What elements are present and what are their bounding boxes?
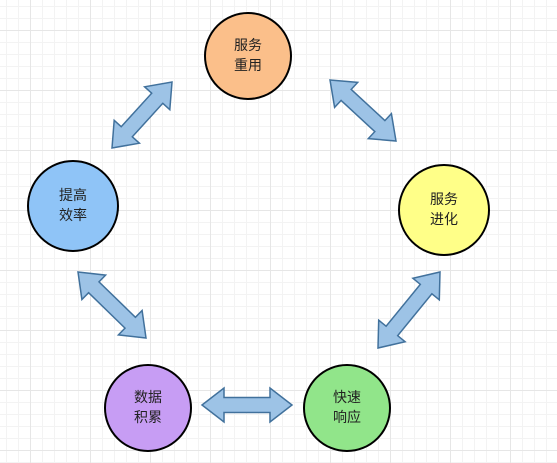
node-label-line: 效率	[59, 208, 87, 224]
node-fast-response[interactable]: 快速 响应	[303, 364, 391, 452]
node-label: 服务 重用	[234, 36, 262, 76]
node-label-line: 数据	[134, 390, 162, 406]
arrow-efficiency-to-service-reuse[interactable]	[111, 81, 173, 149]
node-service-reuse[interactable]: 服务 重用	[204, 12, 292, 100]
node-label-line: 服务	[430, 192, 458, 208]
node-label-line: 积累	[134, 410, 162, 426]
node-data-accumulation[interactable]: 数据 积累	[104, 364, 192, 452]
arrow-evolution-to-response[interactable]	[377, 271, 441, 349]
node-evolution[interactable]: 服务 进化	[398, 164, 490, 256]
node-label: 快速 响应	[333, 388, 361, 428]
node-label-line: 服务	[234, 38, 262, 54]
node-label-line: 重用	[234, 58, 262, 74]
node-label-line: 响应	[333, 410, 361, 426]
node-label-line: 快速	[333, 390, 361, 406]
node-label: 服务 进化	[430, 190, 458, 230]
node-label: 数据 积累	[134, 388, 162, 428]
node-efficiency[interactable]: 提高 效率	[27, 160, 119, 252]
node-label: 提高 效率	[59, 186, 87, 226]
arrow-service-reuse-to-evolution[interactable]	[329, 79, 397, 142]
node-label-line: 进化	[430, 212, 458, 228]
arrow-data-to-response[interactable]	[200, 386, 294, 424]
node-label-line: 提高	[59, 188, 87, 204]
arrow-efficiency-to-data[interactable]	[77, 271, 147, 339]
